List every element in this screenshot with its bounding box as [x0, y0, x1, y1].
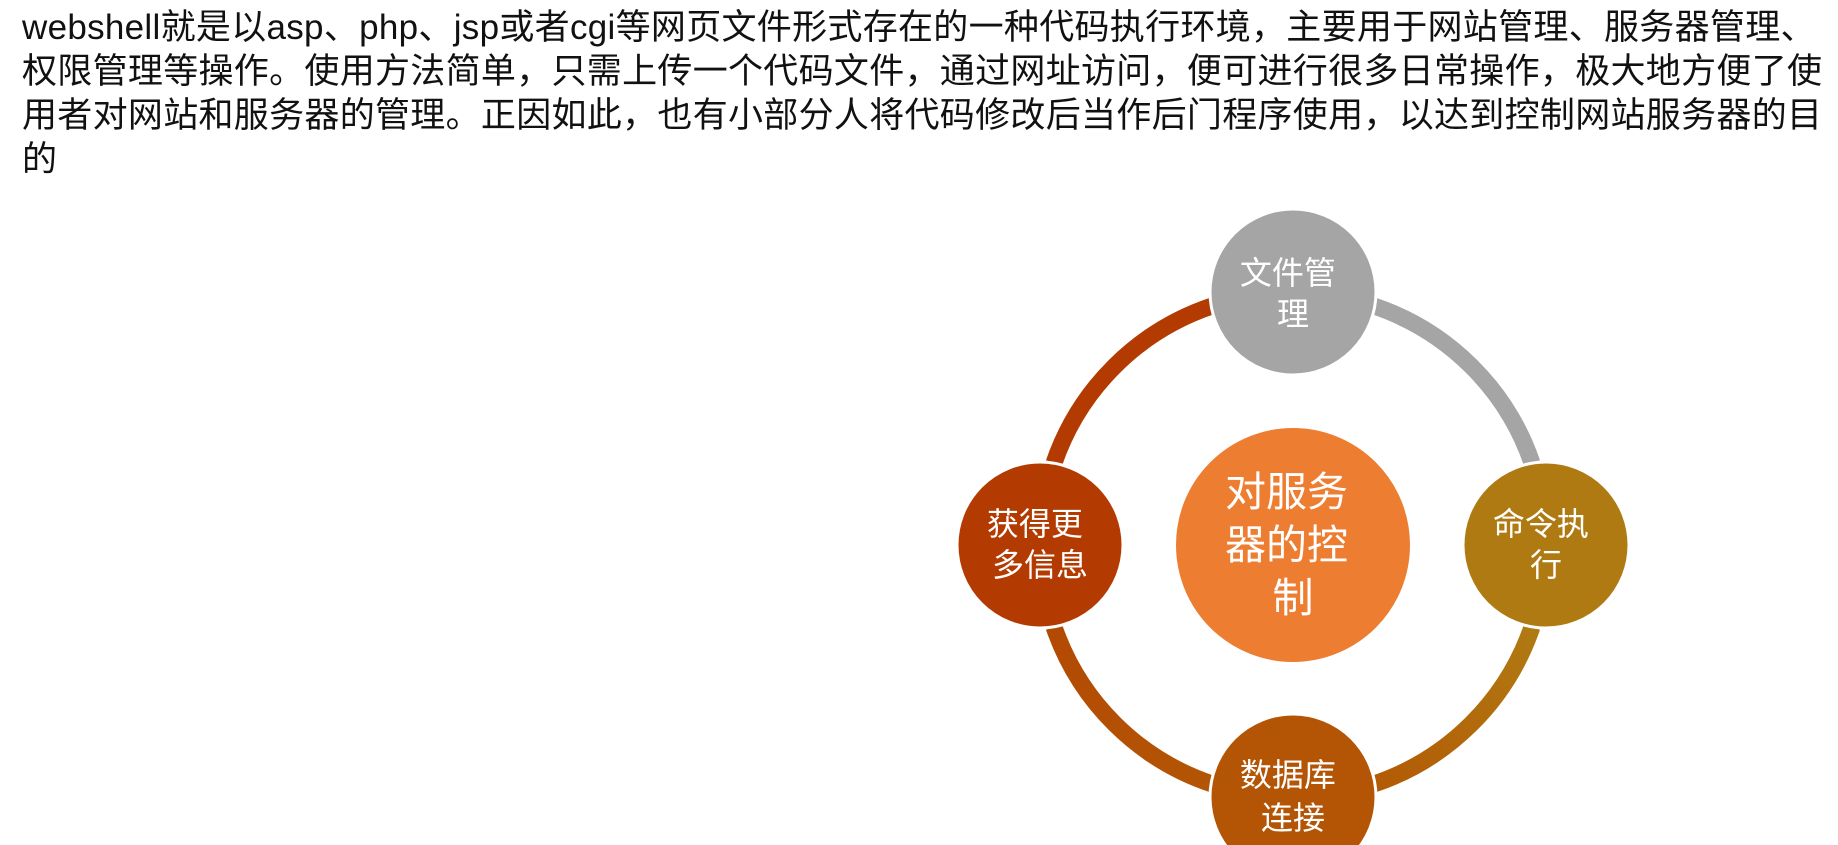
- svg-text:获得更 多信息: 获得更 多信息: [987, 505, 1093, 584]
- arc-bottom-left: [1045, 624, 1215, 793]
- intro-paragraph: webshell就是以asp、php、jsp或者cgi等网页文件形式存在的一种代…: [22, 8, 1823, 179]
- node-bottom-line-1: 数据库: [1240, 756, 1336, 794]
- node-left-line-1: 获得更: [987, 505, 1083, 543]
- center-line-2: 器的控: [1225, 521, 1348, 569]
- center-line-3: 制: [1273, 574, 1314, 622]
- node-database-connection: 数据库 连接: [1208, 712, 1378, 845]
- node-file-management: 文件管 理: [1208, 207, 1378, 377]
- node-right-line-2: 行: [1530, 546, 1562, 584]
- node-more-information: 获得更 多信息: [955, 460, 1125, 630]
- center-line-1: 对服务: [1225, 468, 1348, 516]
- node-top-line-1: 文件管: [1240, 254, 1336, 292]
- node-right-line-1: 命令执: [1493, 505, 1589, 543]
- node-top-line-2: 理: [1277, 295, 1309, 333]
- node-command-execution: 命令执 行: [1461, 460, 1631, 630]
- svg-text:对服务 器的控 制: 对服务 器的控 制: [1225, 468, 1361, 622]
- center-node: 对服务 器的控 制: [1174, 426, 1412, 664]
- svg-text:文件管 理: 文件管 理: [1240, 254, 1346, 333]
- svg-text:命令执 行: 命令执 行: [1493, 505, 1599, 584]
- arc-left-top: [1045, 297, 1215, 466]
- svg-text:数据库 连接: 数据库 连接: [1240, 756, 1346, 837]
- node-left-line-2: 多信息: [992, 546, 1088, 584]
- arc-right-bottom: [1371, 624, 1541, 793]
- node-bottom-line-2: 连接: [1261, 799, 1325, 837]
- arc-top-right: [1371, 297, 1541, 466]
